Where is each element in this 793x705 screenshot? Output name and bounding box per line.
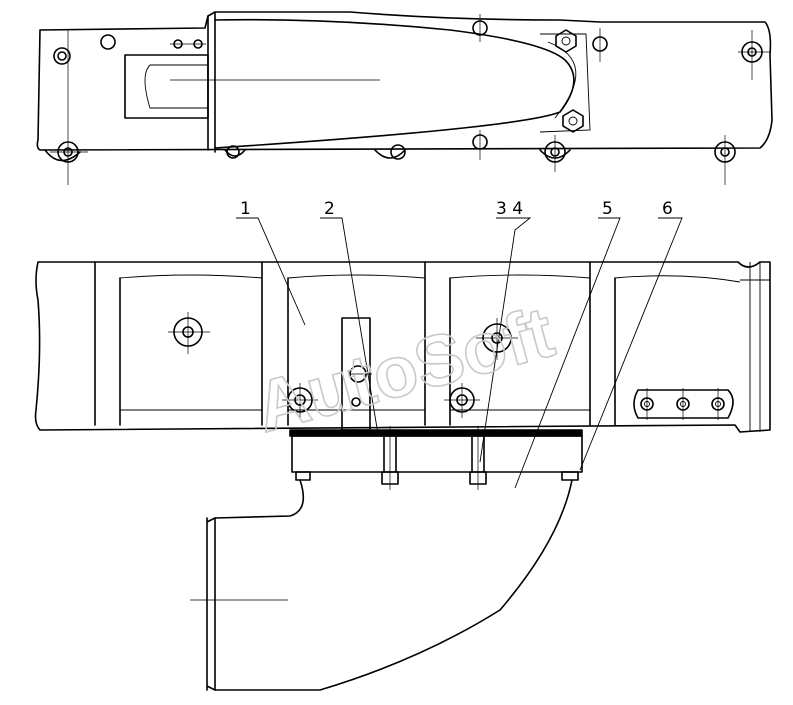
callout-label-2: 2 <box>324 199 335 219</box>
callout-label-6: 6 <box>662 199 673 219</box>
front-view <box>34 261 771 691</box>
top-view <box>36 11 773 185</box>
callout-label-3-4: 3 4 <box>496 199 523 219</box>
callout-label-5: 5 <box>602 199 613 219</box>
callout-label-1: 1 <box>240 199 251 219</box>
watermark: AutoSoft <box>248 292 562 448</box>
callouts <box>236 217 683 489</box>
